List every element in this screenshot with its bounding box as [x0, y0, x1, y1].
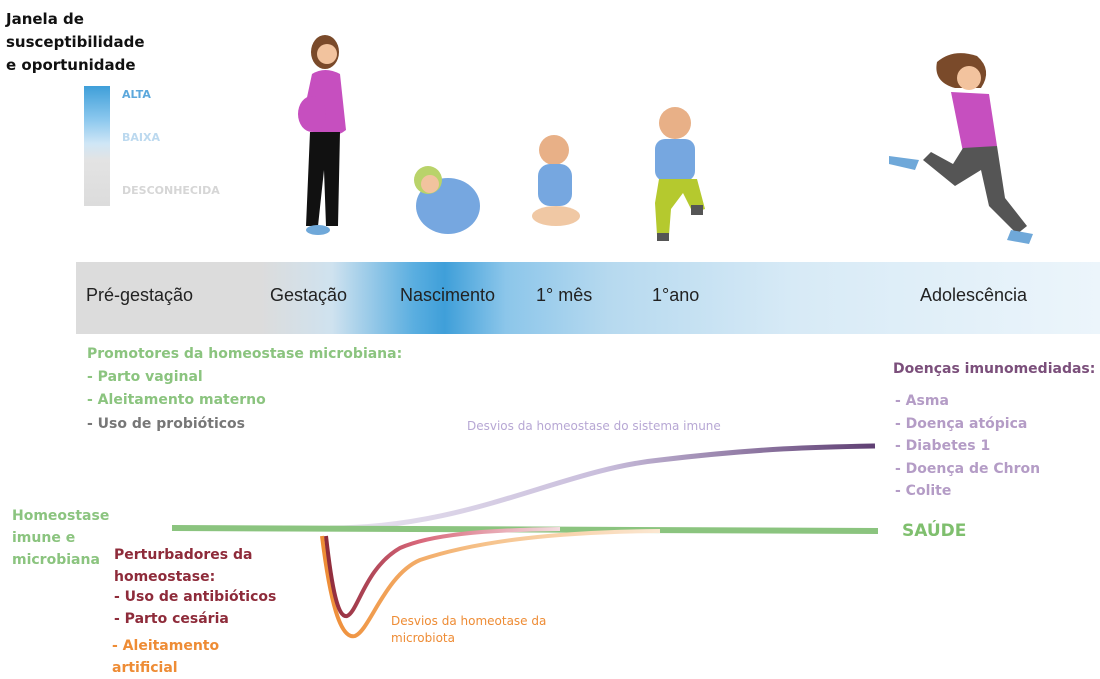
swaddled-newborn-icon	[414, 166, 480, 234]
timeline-band	[76, 262, 1100, 334]
stage-gestation: Gestação	[270, 285, 348, 305]
promoters-title: Promotores da homeostase microbiana:	[87, 346, 403, 362]
stage-first-year: 1°ano	[652, 285, 700, 305]
disruptors-title: Perturbadores da homeostase:	[114, 544, 252, 588]
microbiota-deviation-line-2: microbiota	[391, 631, 455, 645]
immune-deviation-curve	[329, 443, 876, 531]
disruptor-item-artificial-feeding: - Aleitamento artificial	[112, 635, 219, 679]
toddler-icon	[655, 107, 705, 241]
homeostasis-label-line-2: imune e	[12, 530, 76, 546]
disease-item-crohn: - Doença de Chron	[895, 461, 1041, 477]
microbiota-deviation-label: Desvios da homeotase da microbiota	[391, 613, 546, 647]
disruptors-title-line-2: homeostase:	[114, 569, 216, 585]
homeostasis-label-line-3: microbiana	[12, 552, 100, 568]
legend-level-unknown: DESCONHECIDA	[122, 184, 220, 197]
stage-adolescence: Adolescência	[920, 285, 1028, 305]
pregnant-woman-icon	[298, 35, 346, 235]
disruptor-item-antibiotics: - Uso de antibióticos	[114, 589, 277, 605]
health-label: SAÚDE	[902, 521, 967, 541]
disruptor-item-cesarean: - Parto cesária	[114, 611, 229, 627]
microbiota-deviation-line-1: Desvios da homeotase da	[391, 614, 547, 628]
homeostasis-label: Homeostase imune e microbiana	[12, 505, 109, 571]
legend-level-low: BAIXA	[122, 131, 160, 144]
disease-item-atopic: - Doença atópica	[895, 416, 1028, 432]
legend-level-high: ALTA	[122, 88, 151, 101]
orange-disruption-curve	[320, 529, 661, 639]
promoter-item-probiotics: - Uso de probióticos	[87, 416, 245, 432]
disease-item-diabetes: - Diabetes 1	[895, 438, 991, 454]
stage-first-month: 1° mês	[536, 285, 593, 305]
immune-deviation-label: Desvios da homeostase do sistema imune	[467, 419, 721, 433]
stage-pre-gestation: Pré-gestação	[86, 285, 194, 305]
red-disruption-curve	[324, 527, 561, 618]
legend-title-line-2: susceptibilidade	[6, 33, 145, 51]
stage-birth: Nascimento	[400, 285, 496, 305]
running-teen-icon	[889, 53, 1033, 244]
artificial-feeding-line-1: - Aleitamento	[112, 638, 220, 654]
legend-title-line-3: e oportunidade	[6, 56, 136, 74]
sitting-baby-icon	[532, 135, 580, 226]
promoter-item-vaginal: - Parto vaginal	[87, 369, 203, 385]
legend-title: Janela de susceptibilidade e oportunidad…	[6, 8, 145, 77]
homeostasis-label-line-1: Homeostase	[12, 508, 110, 524]
promoter-item-breastfeeding: - Aleitamento materno	[87, 392, 266, 408]
disease-item-asthma: - Asma	[895, 393, 949, 409]
disruptors-title-line-1: Perturbadores da	[114, 547, 253, 563]
legend-title-line-1: Janela de	[6, 10, 84, 28]
susceptibility-gradient-bar	[84, 86, 110, 206]
diseases-title: Doenças imunomediadas:	[893, 361, 1096, 377]
artificial-feeding-line-2: artificial	[112, 660, 178, 676]
disease-item-colitis: - Colite	[895, 483, 952, 499]
